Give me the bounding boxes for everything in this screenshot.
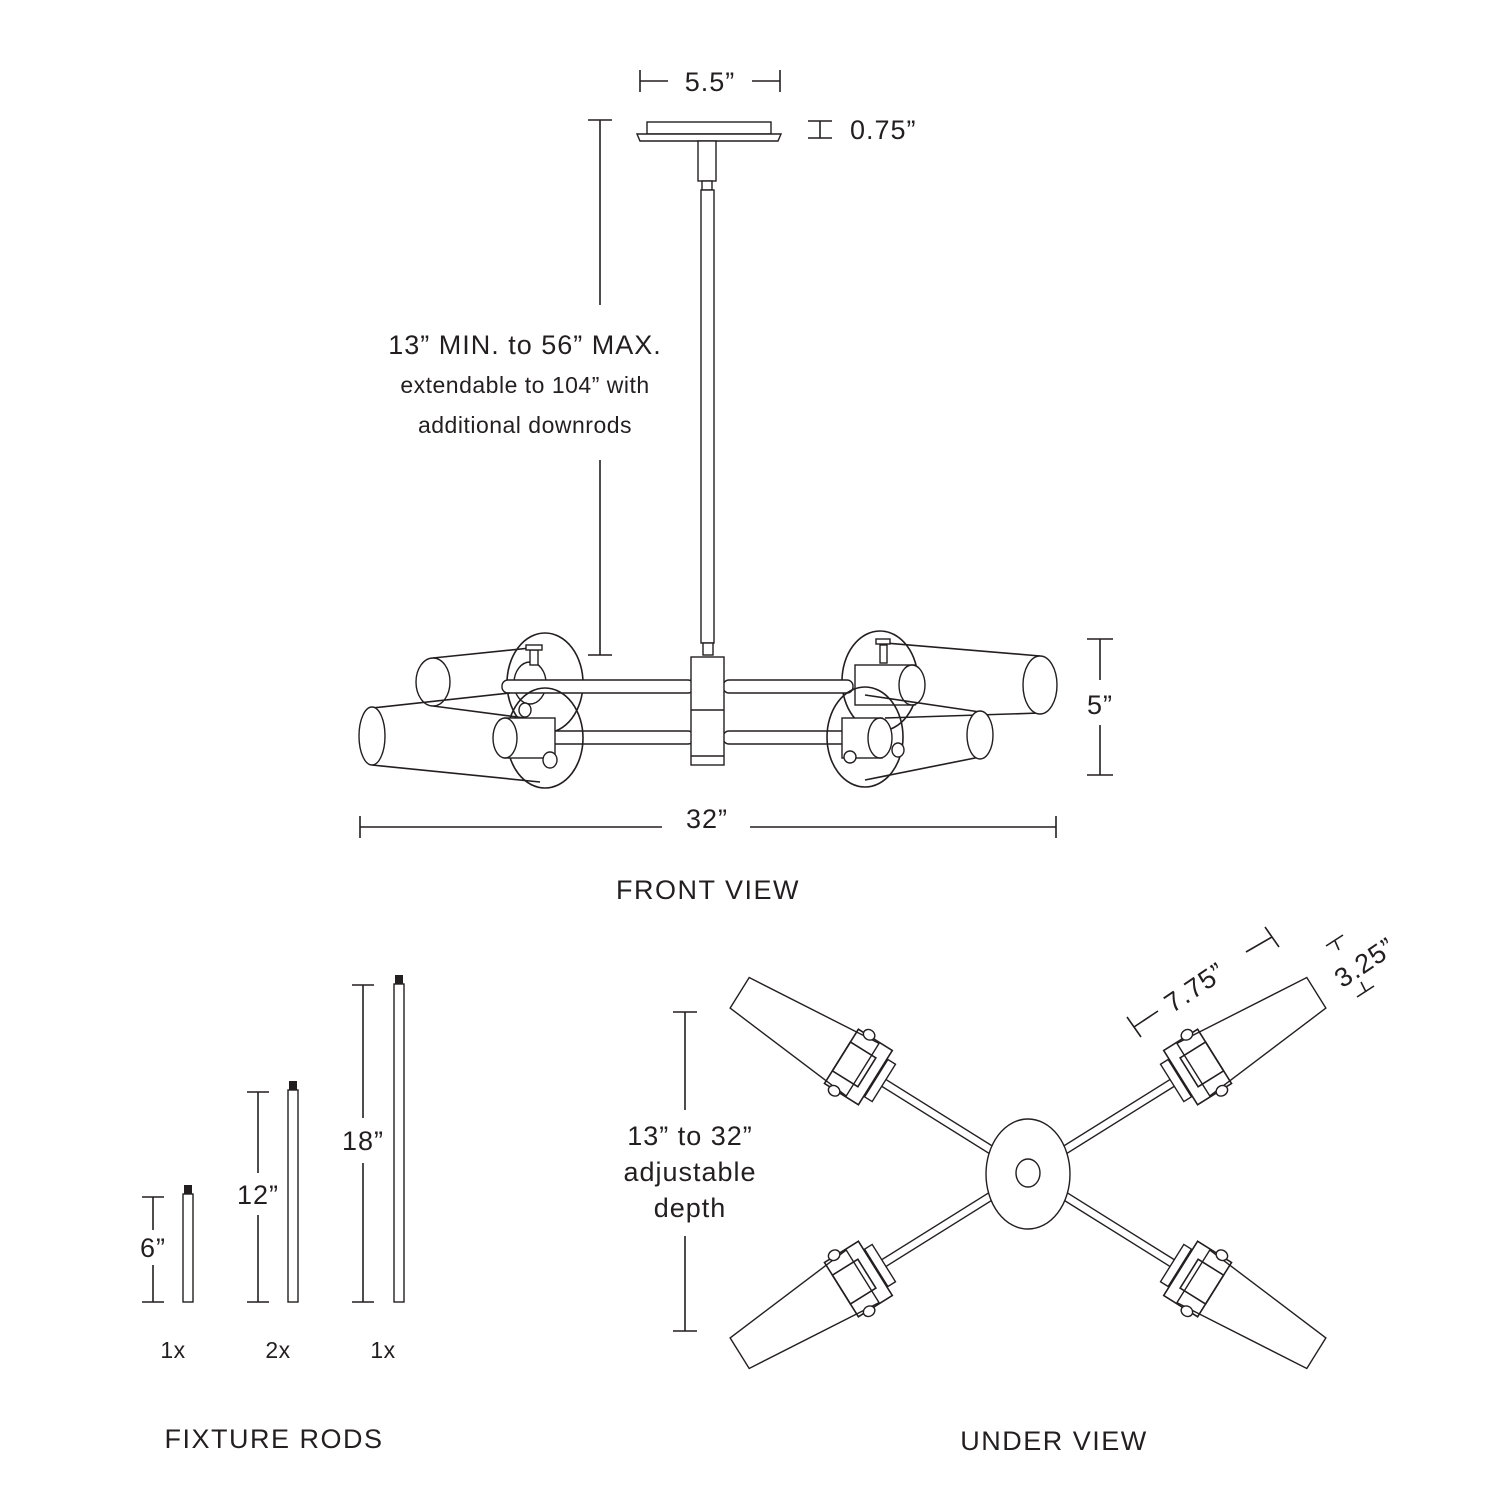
under-view-title: UNDER VIEW [960, 1426, 1148, 1456]
canopy-width-label: 5.5” [685, 67, 736, 97]
canopy [635, 121, 783, 191]
fixture-rods-title: FIXTURE RODS [164, 1424, 383, 1454]
socket-inner [1179, 1040, 1225, 1088]
shade-front-left [358, 687, 584, 789]
socket-inner [1179, 1258, 1225, 1306]
socket-inner [831, 1258, 877, 1306]
downrod-coupler [702, 642, 714, 656]
shade-diameter-label: 3.25” [1329, 931, 1401, 993]
depth-label-line-2: adjustable [623, 1157, 756, 1187]
fixture-height-label: 5” [1087, 690, 1113, 720]
under-view-arms [729, 976, 1327, 1370]
fixture-height-dimension: 5” [1087, 638, 1113, 776]
mount-plate [1159, 1058, 1193, 1103]
shade-outline [729, 976, 881, 1097]
rod-length-label: 6” [140, 1233, 166, 1263]
socket-inner [831, 1040, 877, 1088]
rod-12in: 12” 2x [237, 1081, 299, 1363]
thumb-screw-icon [827, 1249, 841, 1262]
height-range-label: 13” MIN. to 56” MAX. [388, 330, 662, 360]
mount-plate [863, 1058, 897, 1103]
canopy-height-dimension: 0.75” [808, 115, 917, 145]
fixture-width-dimension: 32” [359, 804, 1057, 838]
thumb-screw-icon [1215, 1249, 1229, 1262]
under-shade-top-left [729, 976, 1021, 1171]
mount-plate [1159, 1243, 1193, 1288]
rod-qty-label: 1x [160, 1337, 185, 1363]
rod-length-label: 12” [237, 1180, 279, 1210]
shade-outline [1175, 1249, 1327, 1370]
canopy-width-dimension: 5.5” [639, 67, 781, 97]
depth-label-line-3: depth [654, 1193, 727, 1223]
thumb-screw-icon [1180, 1028, 1194, 1041]
shade-outline [1175, 976, 1327, 1097]
thumb-screw-icon [1215, 1084, 1229, 1097]
canopy-under [985, 1118, 1071, 1230]
under-view: 13” to 32” adjustable depth 7.75” 3.25” … [623, 926, 1401, 1456]
front-view: 5.5” 0.75” 13” MIN. to 56” MAX. extendab… [358, 67, 1113, 905]
under-shade-bottom-left [729, 1175, 1021, 1370]
thumb-screw-icon [1180, 1305, 1194, 1318]
fixture-rods: 6” 1x 12” 2x 18” 1x FIXTURE RODS [140, 975, 405, 1454]
overall-height-dimension: 13” MIN. to 56” MAX. extendable to 104” … [388, 119, 662, 656]
shade-outline [729, 1249, 881, 1370]
rod-18in: 18” 1x [342, 975, 405, 1363]
mount-plate [863, 1243, 897, 1288]
depth-label-line-1: 13” to 32” [627, 1121, 753, 1151]
center-body [690, 656, 725, 766]
arms [501, 679, 854, 745]
under-shade-top-right [1035, 976, 1327, 1171]
shade-front-right [826, 686, 994, 788]
thumb-screw-icon [862, 1305, 876, 1318]
fixture-width-label: 32” [686, 804, 728, 834]
extend-note-line-1: extendable to 104” with [400, 372, 649, 398]
rod-length-label: 18” [342, 1126, 384, 1156]
thumb-screw-icon [827, 1084, 841, 1097]
front-view-title: FRONT VIEW [616, 875, 800, 905]
shade-length-label: 7.75” [1159, 956, 1231, 1018]
canopy-height-label: 0.75” [850, 115, 917, 145]
shade-back-right [841, 630, 1058, 732]
depth-dimension: 13” to 32” adjustable depth [623, 1011, 756, 1332]
shade-diameter-dimension: 3.25” [1325, 931, 1401, 998]
under-shade-bottom-right [1035, 1175, 1327, 1370]
extend-note-line-2: additional downrods [418, 412, 632, 438]
rod-qty-label: 1x [370, 1337, 395, 1363]
downrod [700, 189, 715, 644]
thumb-screw-icon [862, 1028, 876, 1041]
rod-qty-label: 2x [265, 1337, 290, 1363]
rod-6in: 6” 1x [140, 1185, 194, 1363]
